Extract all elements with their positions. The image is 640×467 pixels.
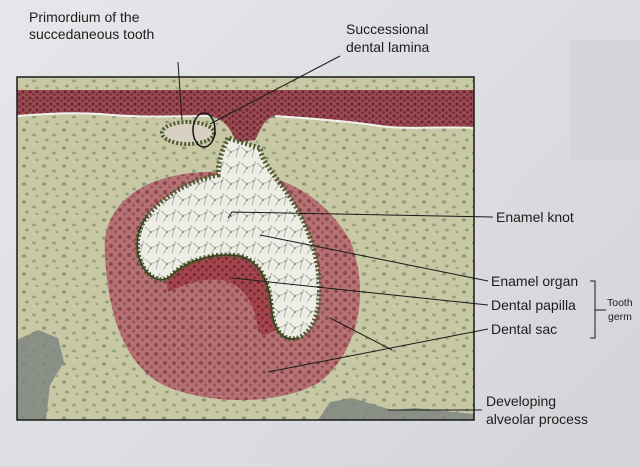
leader-dental-sac-1 xyxy=(329,317,393,351)
label-primordium-line2: succedaneous tooth xyxy=(29,26,155,42)
leader-dental-papilla xyxy=(231,277,489,306)
leader-enamel-organ xyxy=(259,234,489,282)
label-dental-sac: Dental sac xyxy=(491,321,558,337)
leader-enamel-knot xyxy=(227,211,494,219)
enamel-organ-region xyxy=(134,134,322,342)
leader-primordium xyxy=(177,61,183,121)
oral-epithelium xyxy=(17,90,474,142)
label-enamel-organ: Enamel organ xyxy=(491,273,579,289)
histology-section xyxy=(17,77,474,420)
label-dental-papilla: Dental papilla xyxy=(491,297,576,313)
inner-enamel-epithelium xyxy=(136,214,299,340)
primordium-marker-ring xyxy=(192,112,216,148)
alveolar-bone-right xyxy=(318,398,474,420)
label-primordium-line1: Primordium of the xyxy=(29,9,140,25)
label-tooth-germ-line1: Tooth xyxy=(607,297,633,309)
succedaneous-primordium xyxy=(160,120,216,146)
leader-lamina xyxy=(209,55,341,125)
alveolar-bone-left xyxy=(17,330,64,420)
leader-dental-sac-2 xyxy=(267,328,489,373)
label-enamel-knot: Enamel knot xyxy=(496,209,574,225)
label-tooth-germ-line2: germ xyxy=(608,311,632,323)
label-lamina-line2: dental lamina xyxy=(346,39,430,55)
label-alveolar-line1: Developing xyxy=(486,393,557,409)
label-lamina-line1: Successional xyxy=(346,21,429,37)
leader-lines xyxy=(177,55,606,411)
basement-membrane xyxy=(17,112,474,129)
tooth-germ-bracket xyxy=(590,280,606,339)
section-frame xyxy=(16,76,475,421)
label-alveolar-line2: alveolar process xyxy=(486,411,588,427)
dental-papilla-region xyxy=(165,242,284,335)
page-shadow xyxy=(570,40,640,160)
